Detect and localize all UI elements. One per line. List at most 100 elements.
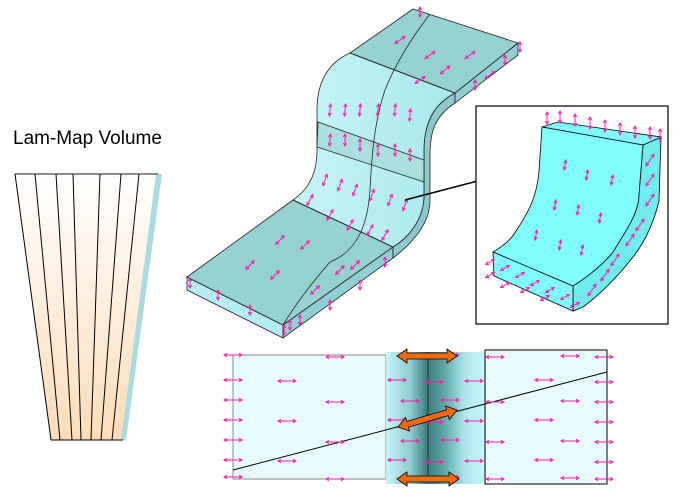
- load-arrow: [544, 110, 550, 126]
- load-arrow: [609, 174, 615, 186]
- load-arrow: [297, 313, 303, 327]
- load-arrow: [557, 109, 563, 125]
- load-arrow: [368, 188, 376, 202]
- load-arrow: [584, 169, 590, 181]
- load-arrow: [645, 153, 655, 167]
- load-arrow: [187, 276, 193, 290]
- load-arrow: [544, 286, 556, 294]
- lam-map-edge: [121, 174, 162, 440]
- load-arrow: [657, 127, 663, 143]
- load-arrow: [439, 65, 451, 75]
- load-arrow: [533, 377, 555, 383]
- load-arrow: [247, 303, 253, 317]
- load-arrow: [222, 417, 244, 423]
- load-arrow: [587, 115, 593, 131]
- load-arrow: [463, 458, 485, 464]
- load-arrow: [407, 107, 413, 123]
- lamination-line: [100, 173, 122, 441]
- load-arrow: [276, 458, 298, 464]
- load-arrow: [326, 208, 334, 222]
- load-arrow: [647, 125, 653, 141]
- load-arrow: [324, 399, 346, 405]
- lamination-line: [111, 173, 140, 441]
- load-arrow: [324, 476, 346, 482]
- load-arrow: [375, 102, 381, 118]
- load-arrow: [336, 178, 344, 192]
- edge-line: [349, 52, 456, 94]
- load-arrow: [559, 353, 581, 359]
- load-arrow: [635, 218, 645, 232]
- load-arrow: [327, 102, 333, 118]
- load-arrow: [645, 193, 655, 207]
- load-arrow: [484, 271, 496, 279]
- load-arrow: [593, 439, 615, 445]
- load-arrow: [335, 265, 345, 275]
- load-arrow: [407, 147, 413, 163]
- fiber-direction-arrows: [396, 348, 460, 487]
- load-arrow: [381, 228, 389, 242]
- load-arrow: [569, 301, 581, 309]
- load-arrow: [300, 240, 310, 250]
- load-arrow: [394, 35, 406, 45]
- load-arrow: [222, 457, 244, 463]
- load-arrow: [484, 399, 506, 405]
- load-arrow: [386, 457, 408, 463]
- load-arrow: [276, 378, 298, 384]
- load-arrow: [552, 199, 558, 211]
- lamination-line: [90, 173, 101, 441]
- load-arrow: [499, 281, 511, 289]
- load-arrow: [439, 437, 461, 443]
- load-arrow: [519, 286, 531, 294]
- load-arrow: [222, 352, 244, 358]
- flattened-panel: [222, 348, 615, 487]
- load-arrow: [423, 459, 445, 465]
- load-arrow: [529, 279, 541, 287]
- load-arrow: [484, 258, 496, 266]
- load-arrow: [327, 132, 333, 148]
- load-arrow: [559, 293, 571, 301]
- load-arrow: [593, 399, 615, 405]
- load-arrow: [593, 419, 615, 425]
- edge-line: [292, 199, 394, 248]
- load-arrow: [382, 255, 388, 269]
- load-arrow: [270, 270, 280, 280]
- flat-region-left: [232, 354, 387, 480]
- load-arrow: [625, 233, 635, 247]
- load-arrow: [517, 40, 523, 54]
- load-arrow: [593, 354, 615, 360]
- load-arrow: [502, 53, 508, 67]
- load-arrow: [533, 417, 555, 423]
- load-arrow: [562, 159, 568, 171]
- load-arrow: [484, 476, 506, 482]
- load-arrow: [539, 294, 551, 302]
- load-arrow: [593, 459, 615, 465]
- load-arrow: [357, 137, 363, 153]
- load-arrow: [617, 121, 623, 137]
- load-arrow: [602, 118, 608, 134]
- load-arrow: [587, 283, 597, 297]
- load-arrow: [439, 397, 461, 403]
- load-arrow: [222, 377, 244, 383]
- load-arrow: [464, 50, 476, 60]
- load-arrow: [357, 102, 363, 118]
- load-arrow: [645, 173, 655, 187]
- load-arrow: [324, 439, 346, 445]
- load-arrow: [484, 439, 506, 445]
- load-arrow: [306, 193, 314, 207]
- load-arrow: [386, 193, 394, 207]
- load-arrow: [327, 298, 333, 312]
- load-arrow: [533, 457, 555, 463]
- load-arrow: [366, 223, 374, 237]
- load-arrow: [593, 379, 615, 385]
- figure-title: Lam-Map Volume: [13, 128, 162, 149]
- load-arrow: [414, 75, 426, 85]
- load-arrows-panel: [222, 352, 615, 482]
- load-arrow: [399, 398, 421, 404]
- load-arrow: [463, 418, 485, 424]
- load-arrow: [463, 378, 485, 384]
- load-arrow: [593, 476, 615, 482]
- callout-arrow: [404, 174, 491, 201]
- load-arrow: [375, 142, 381, 158]
